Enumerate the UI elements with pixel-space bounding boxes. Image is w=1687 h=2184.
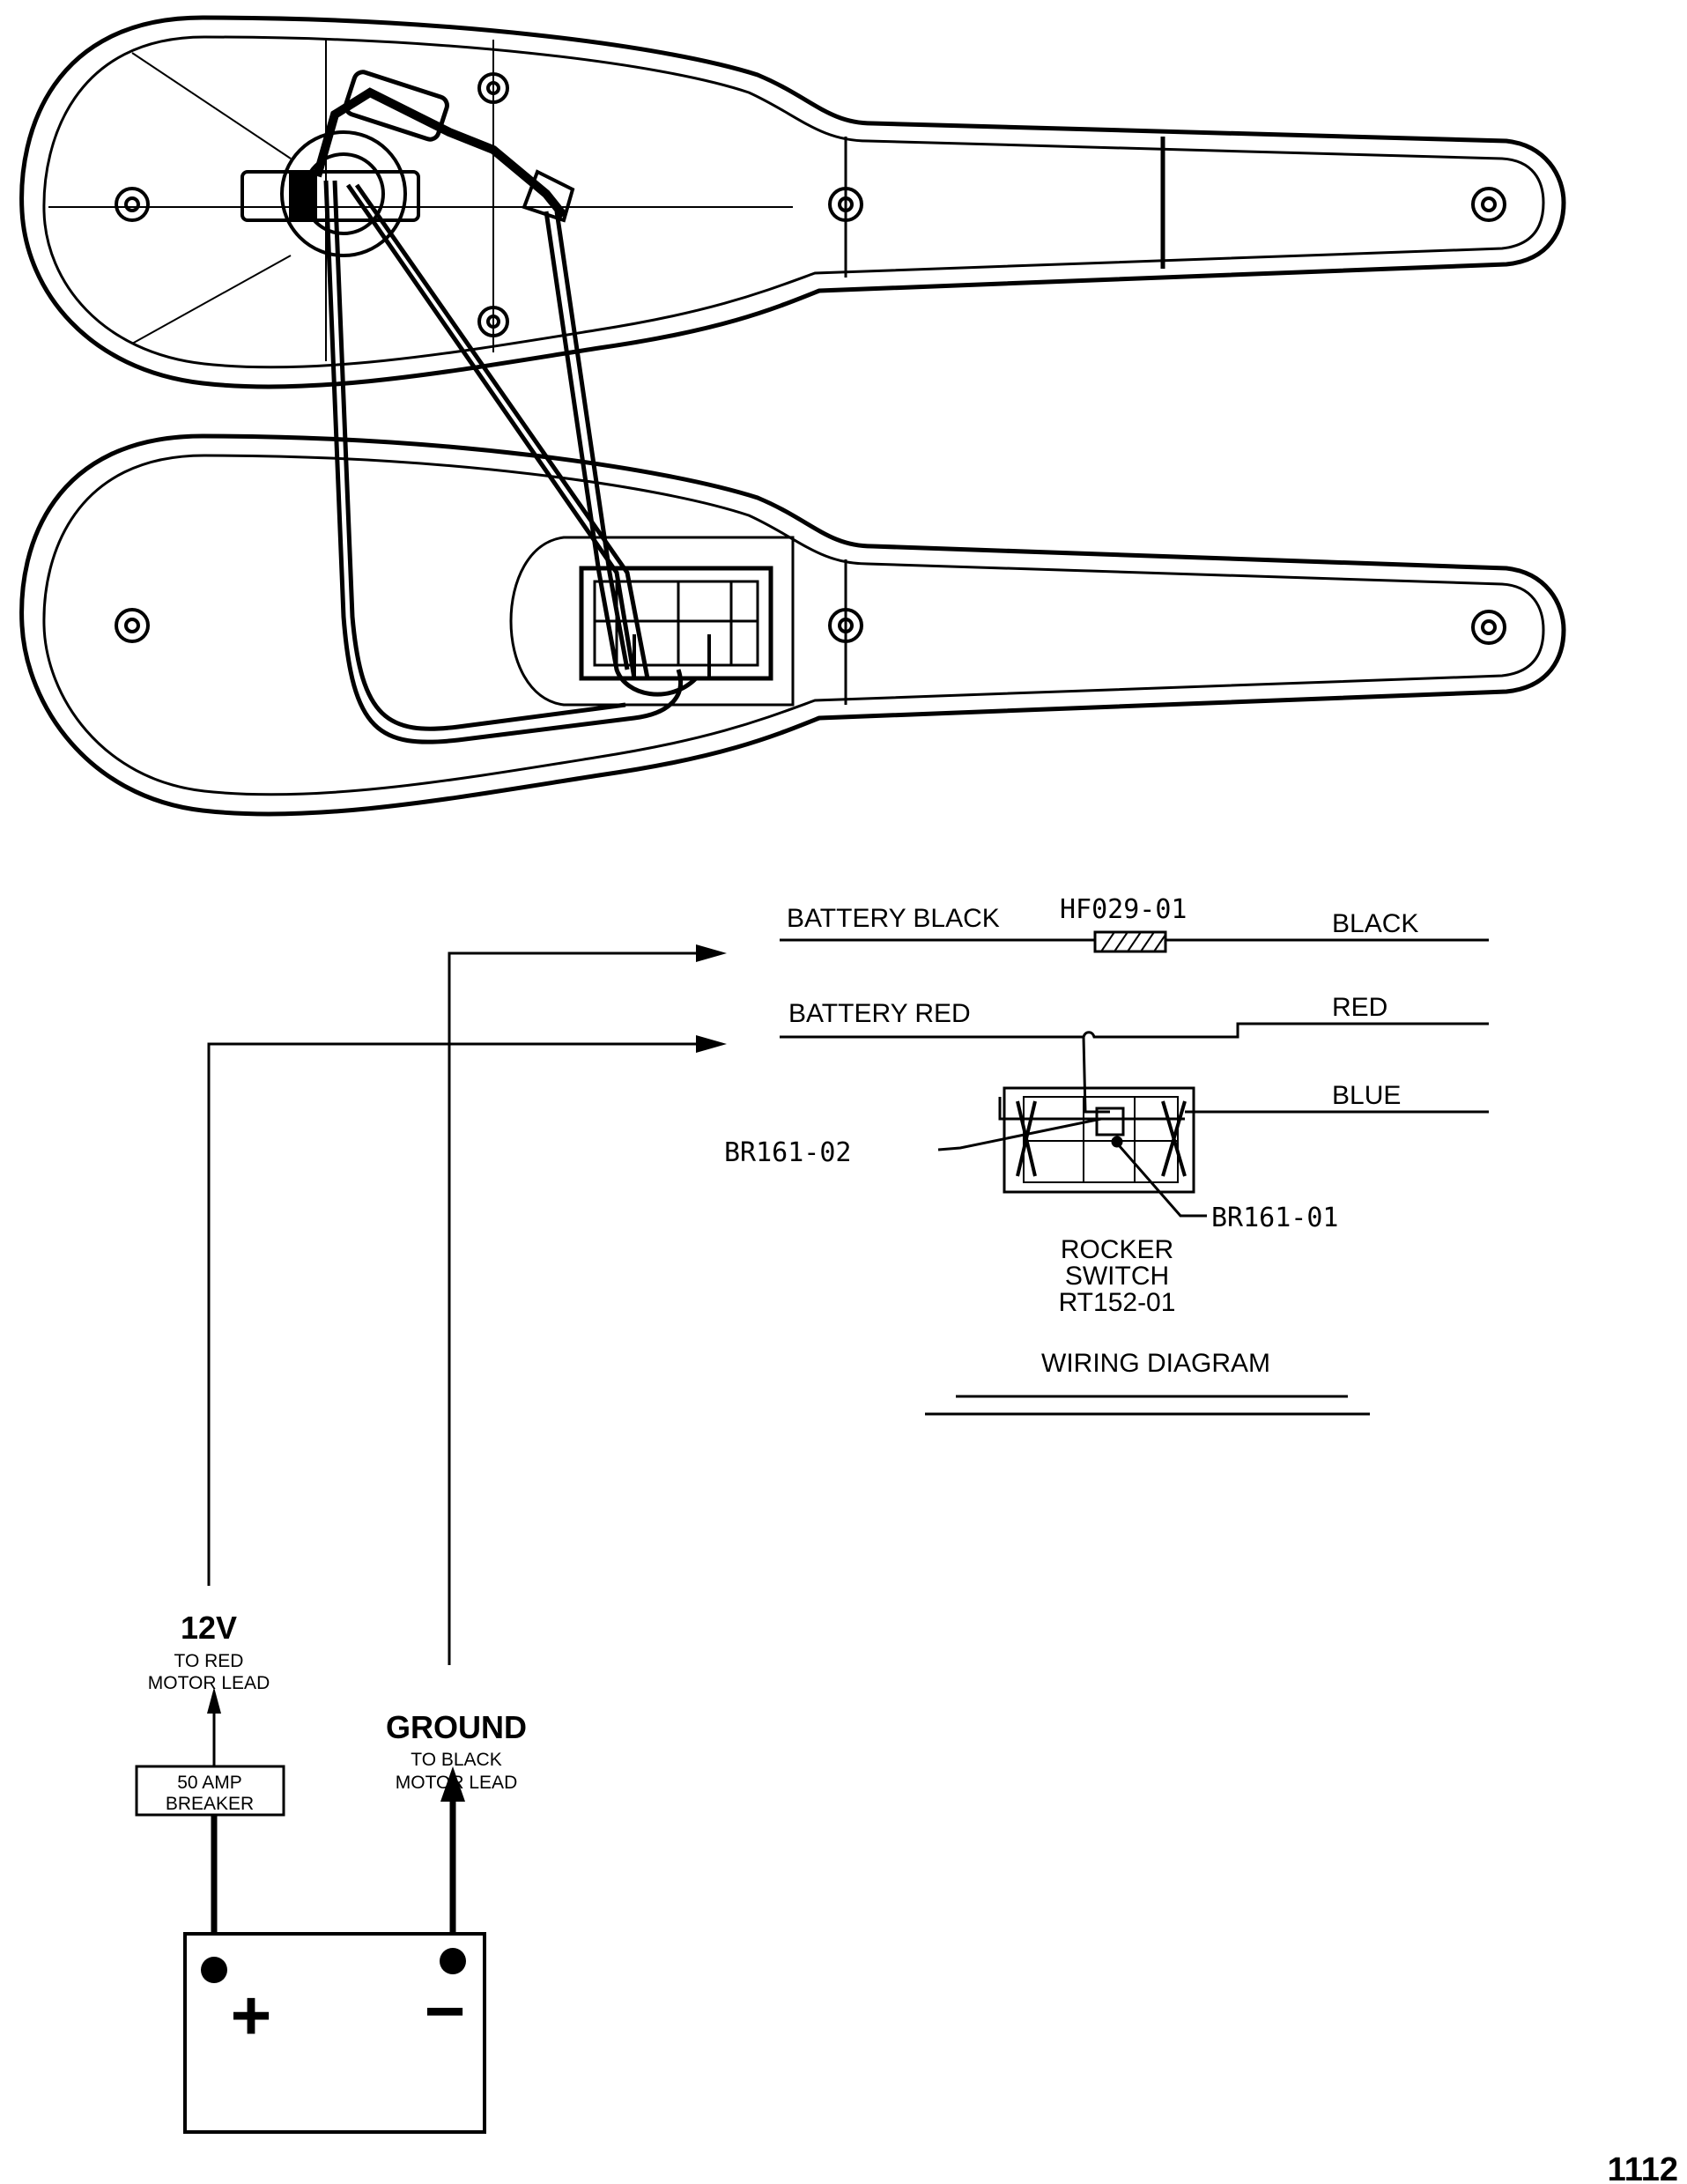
label-fuse-part: HF029-01 (1060, 894, 1188, 925)
label-motor-lead-red: MOTOR LEAD (148, 1673, 270, 1693)
supply-wires (207, 951, 705, 1665)
label-breaker-1: 50 AMP (177, 1773, 242, 1793)
label-12v: 12V (181, 1610, 237, 1646)
negative-terminal (440, 1948, 466, 1974)
br161-02-leader (937, 1117, 1102, 1151)
12v-supply-line (207, 1042, 705, 1586)
breaker-box (135, 1765, 285, 1817)
battery-box (183, 1932, 486, 2134)
ground-supply-line (448, 951, 705, 1665)
br161-01-leader (1117, 1144, 1207, 1218)
label-br161-02: BR161-02 (724, 1137, 852, 1168)
page-number: 1112 (1608, 2151, 1678, 2184)
label-wiring-diagram: WIRING DIAGRAM (1041, 1349, 1270, 1378)
steering-pivot-assembly (240, 70, 575, 257)
top-housing (19, 15, 1566, 389)
label-breaker-2: BREAKER (166, 1794, 254, 1814)
label-black: BLACK (1332, 909, 1418, 938)
bottom-housing (19, 433, 1566, 817)
label-rocker: ROCKER (1061, 1235, 1173, 1264)
bottom-housing-screw-bosses (115, 608, 1506, 645)
label-to-black: TO BLACK (411, 1750, 501, 1770)
arrow-12v-up (207, 1687, 221, 1714)
label-to-red: TO RED (174, 1651, 244, 1671)
top-housing-screw-bosses (115, 72, 1506, 337)
fuse-symbol (1093, 930, 1167, 953)
label-switch: SWITCH (1065, 1262, 1169, 1291)
label-battery-black: BATTERY BLACK (787, 904, 1000, 933)
label-minus: − (425, 1972, 466, 2050)
label-rt152: RT152-01 (1059, 1288, 1176, 1317)
arrow-to-battery-red (696, 1035, 727, 1053)
label-plus: + (231, 1976, 272, 2054)
label-br161-01: BR161-01 (1211, 1203, 1339, 1233)
arrow-ground-up (440, 1766, 465, 1802)
label-blue: BLUE (1332, 1081, 1401, 1110)
arrow-to-battery-black (696, 944, 727, 962)
rocker-switch-symbol (937, 1036, 1207, 1218)
switch-housing-block (579, 566, 773, 681)
red-line (1082, 1022, 1489, 1039)
label-battery-red: BATTERY RED (788, 999, 971, 1028)
positive-terminal (201, 1957, 227, 1983)
label-red: RED (1332, 993, 1387, 1022)
label-motor-lead-black: MOTOR LEAD (396, 1773, 517, 1793)
label-ground: GROUND (386, 1709, 527, 1745)
motor-lead-wires (323, 180, 698, 744)
fuse-hatch (1100, 931, 1166, 952)
